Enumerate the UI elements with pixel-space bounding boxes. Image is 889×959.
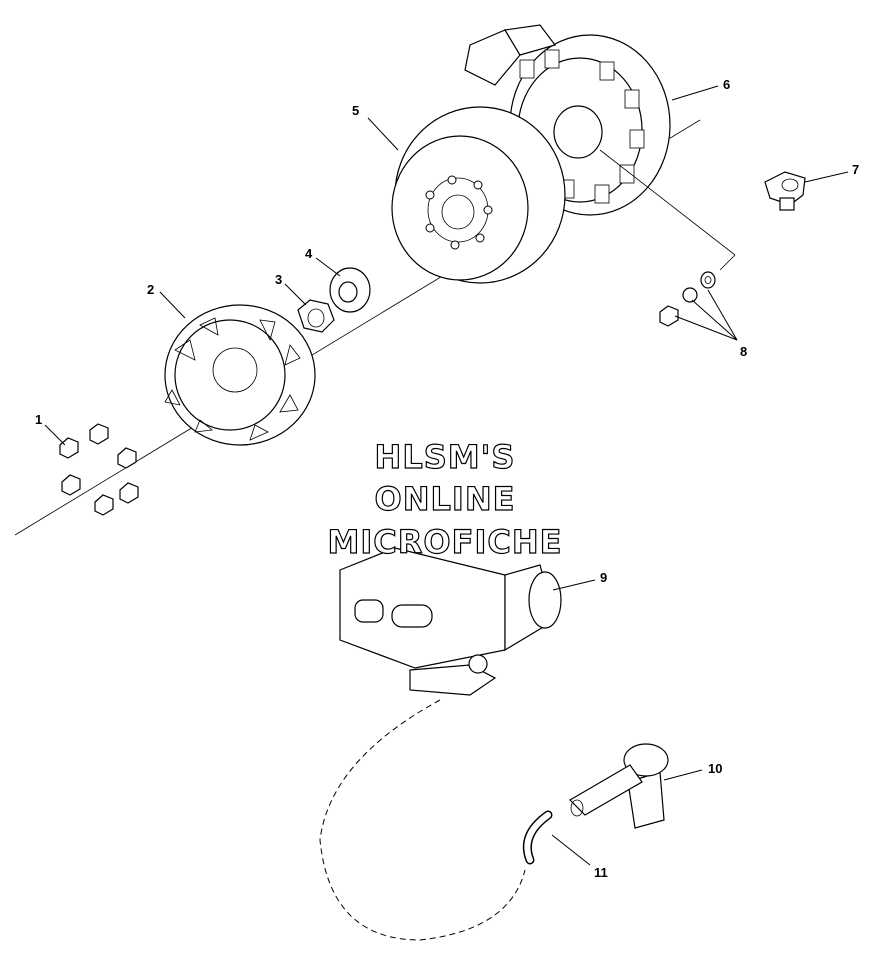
callout-3: 3 (275, 272, 282, 287)
callout-8: 8 (740, 344, 747, 359)
callout-labels: 1 2 3 4 5 6 7 8 9 10 11 (35, 77, 859, 880)
callout-10: 10 (708, 761, 722, 776)
part-4-washer[interactable] (329, 267, 371, 313)
part-1-bolts[interactable] (59, 423, 139, 516)
watermark-line-2: ONLINE (375, 480, 516, 518)
watermark: HLSM'S ONLINE MICROFICHE (327, 437, 563, 561)
watermark-line-1: HLSM'S (375, 438, 516, 476)
leader-lines (44, 85, 849, 866)
part-11-tube[interactable] (522, 810, 553, 865)
part-7-clip[interactable] (764, 171, 806, 211)
callout-1: 1 (35, 412, 42, 427)
part-5-flywheel[interactable] (391, 106, 566, 284)
part-2-fan-cup[interactable] (164, 304, 316, 446)
callout-2: 2 (147, 282, 154, 297)
callout-5: 5 (352, 103, 359, 118)
part-9-ignition-module[interactable] (339, 547, 562, 696)
part-3-nut[interactable] (297, 299, 335, 333)
callout-9: 9 (600, 570, 607, 585)
callout-11: 11 (594, 865, 608, 880)
callout-7: 7 (852, 162, 859, 177)
watermark-line-3: MICROFICHE (328, 523, 563, 561)
wire-path (319, 699, 526, 941)
callout-4: 4 (305, 246, 313, 261)
part-8-screw-set[interactable] (599, 149, 736, 327)
callout-6: 6 (723, 77, 730, 92)
part-10-spark-plug-boot[interactable] (569, 743, 669, 829)
